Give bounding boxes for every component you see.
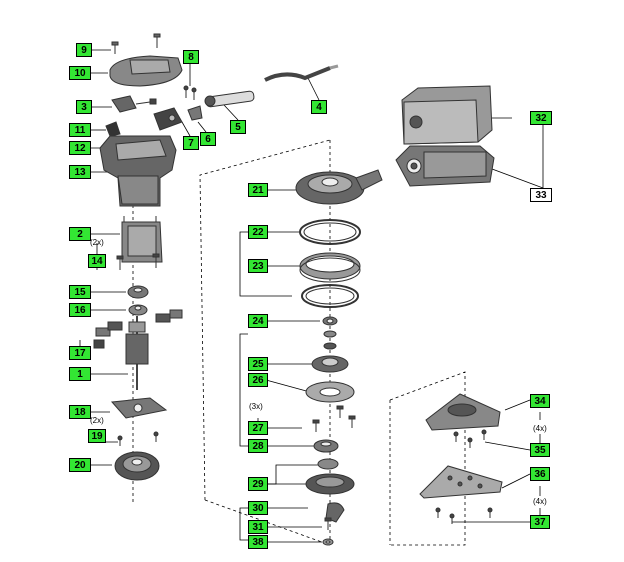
label-26: 26 [248,373,268,387]
label-9: 9 [76,43,92,57]
label-16: 16 [69,303,91,317]
part-16-bearing [128,304,148,316]
part-34-sanding-pad [425,393,501,431]
part-screw-top [153,33,161,48]
label-10: 10 [69,66,91,80]
label-20: 20 [69,458,91,472]
label-24: 24 [248,314,268,328]
label-37: 37 [530,515,550,529]
label-17: 17 [69,346,91,360]
part-38-washer [322,538,334,546]
label-4: 4 [311,100,327,114]
qty-note-37: (4x) [533,497,547,506]
label-5: 5 [230,120,246,134]
label-19: 19 [88,429,106,443]
part-36-sanding-plate [419,465,503,499]
label-6: 6 [200,132,216,146]
label-21: 21 [248,183,268,197]
label-14: 14 [88,254,106,268]
label-15: 15 [69,285,91,299]
part-20-fan [114,451,160,481]
part-3-switch [111,95,157,113]
part-32-dust-bag [401,85,493,145]
part-drawings [93,33,503,546]
label-34: 34 [530,394,550,408]
qty-note-19: (2x) [90,416,104,425]
label-35: 35 [530,443,550,457]
qty-note-14: (2x) [90,238,104,247]
label-13: 13 [69,165,91,179]
part-18-plate [110,397,168,419]
part-6-clip [187,105,203,121]
part-23-ring [299,252,361,283]
label-2: 2 [69,227,91,241]
part-21-base-housing [295,169,383,205]
label-22: 22 [248,225,268,239]
part-washer-2 [323,330,337,350]
label-27: 27 [248,421,268,435]
part-35-screws [453,429,487,448]
part-24-washer [322,316,338,326]
part-seal-lower [301,284,359,308]
leader-lines [79,49,544,543]
label-3: 3 [76,100,92,114]
part-31-screw [324,517,332,530]
part-25-gear [311,355,349,373]
part-5-shaft [204,90,255,108]
part-15-bearing [127,285,149,299]
part-8-screws [183,85,197,100]
label-32: 32 [530,111,552,125]
part-17-brushes [93,309,183,349]
label-29: 29 [248,477,268,491]
part-29-eccentric [305,473,355,495]
label-7: 7 [183,136,199,150]
part-9-screw [111,41,119,54]
label-33: 33 [530,188,552,202]
part-1-armature [125,316,149,390]
label-11: 11 [69,123,91,137]
part-26-plate [305,381,355,403]
part-30-clamp [325,502,345,523]
part-37-screws [435,507,493,524]
label-18: 18 [69,405,91,419]
qty-note-35: (4x) [533,424,547,433]
label-30: 30 [248,501,268,515]
label-31: 31 [248,520,268,534]
label-23: 23 [248,259,268,273]
part-10-housing-cover [109,55,183,87]
label-25: 25 [248,357,268,371]
part-33-dust-box [395,145,495,187]
part-13-motor-housing [99,135,177,207]
label-38: 38 [248,535,268,549]
label-28: 28 [248,439,268,453]
part-2-stator [121,216,163,263]
label-8: 8 [183,50,199,64]
label-12: 12 [69,141,91,155]
part-7-holder [153,107,183,131]
label-1: 1 [69,367,91,381]
part-14-screws [116,253,160,270]
part-27-screws [312,405,356,432]
qty-note-27: (3x) [249,402,263,411]
part-4-cable [264,64,339,82]
part-19-screws [117,431,159,446]
part-28-bearing [313,439,339,470]
part-11-part [105,121,121,137]
label-36: 36 [530,467,550,481]
part-22-seal [299,219,361,245]
